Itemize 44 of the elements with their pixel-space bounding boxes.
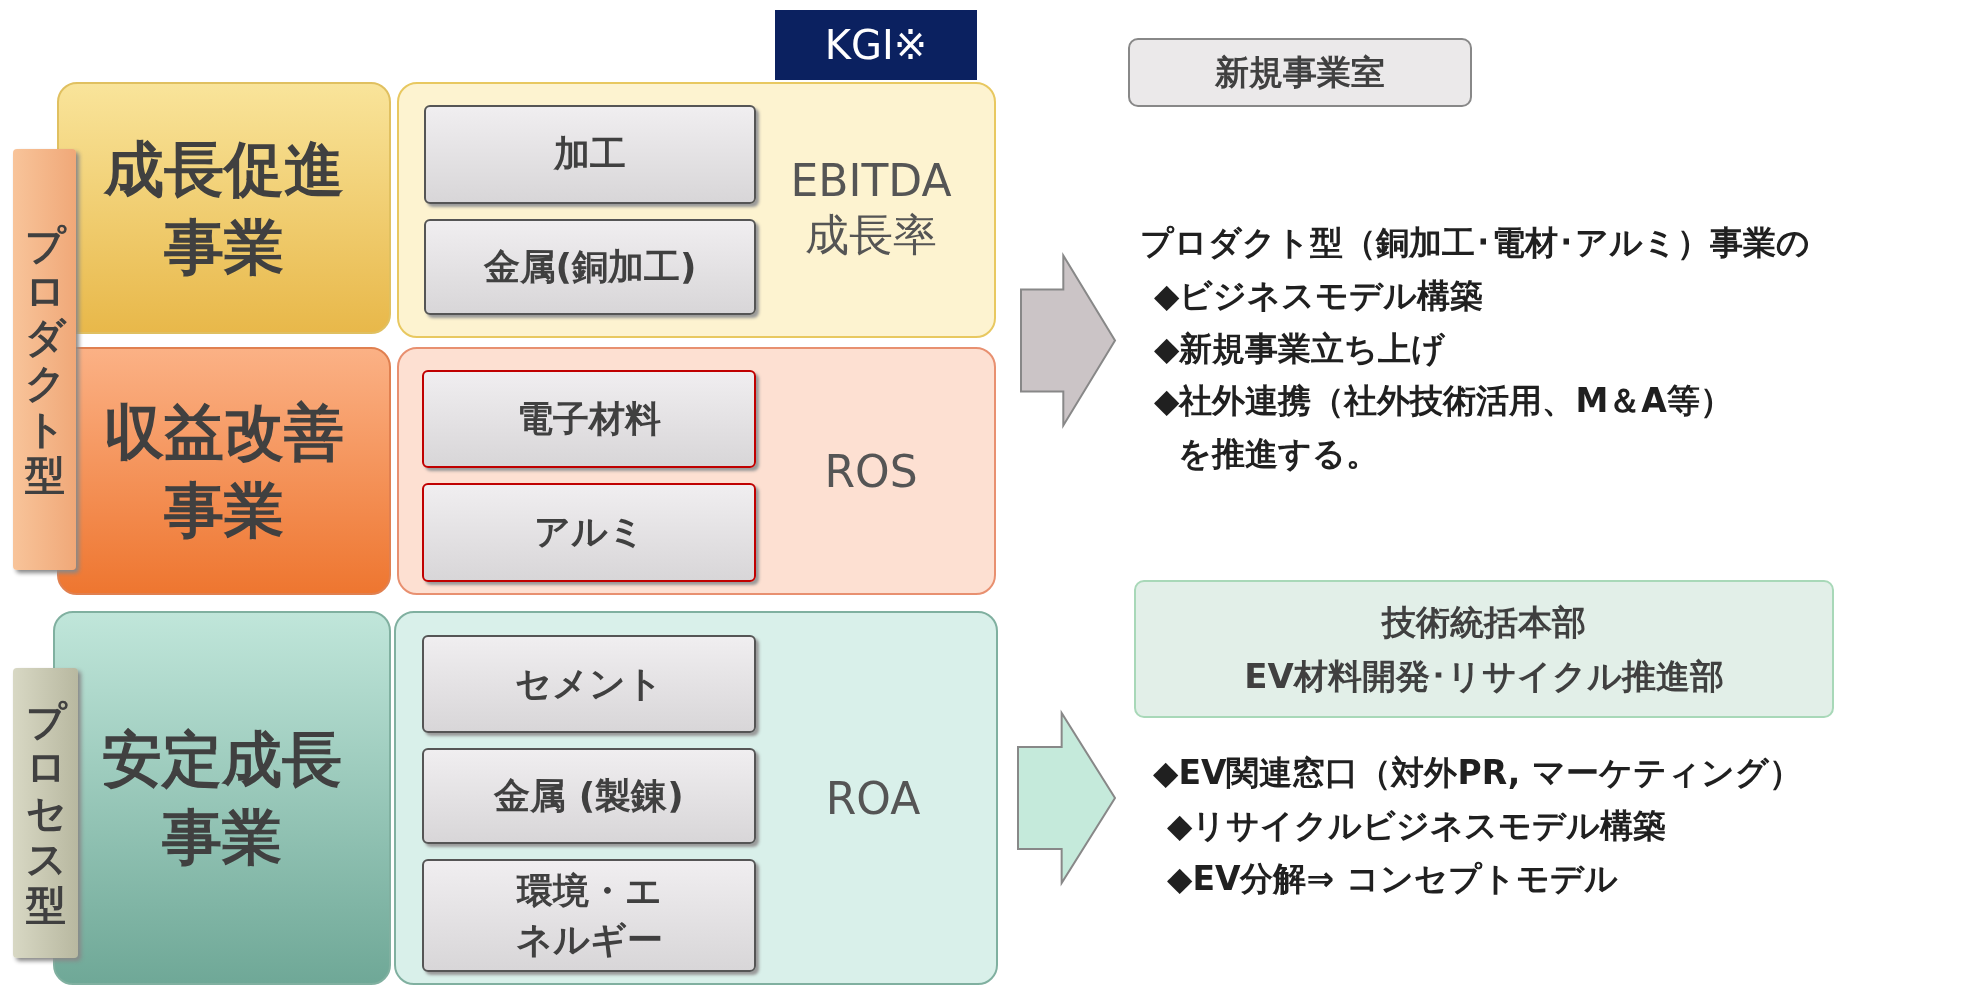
box-label: 金属 (製錬) [494, 773, 684, 818]
description-line: ◆EV関連窓口（対外PR, マーケティング） [1153, 752, 1802, 795]
box-label: アルミ [533, 510, 645, 554]
block-arrow [1017, 709, 1117, 887]
box-label: 金属(銅加工) [483, 244, 697, 289]
business-unit-box [422, 748, 756, 844]
box-label: 加工 [554, 132, 626, 176]
box-label: プロダクト型 [24, 221, 65, 498]
box-label: セメント [515, 661, 663, 706]
department-box [1128, 38, 1472, 107]
box-label: プロセス型 [25, 698, 66, 928]
bullet-item: ◆リサイクルビジネスモデル構築 [1166, 805, 1667, 848]
kpi-label: ROS [823, 445, 919, 497]
box-label: 安定成長事業 [101, 723, 343, 874]
kgi-header-box [775, 10, 977, 80]
box-label: 成長促進事業 [102, 133, 345, 284]
business-unit-box [422, 859, 756, 972]
box-label: 新規事業室 [1215, 51, 1385, 95]
box-label: 環境・エネルギー [514, 868, 664, 962]
box-label: 技術統括本部 [1382, 600, 1586, 644]
business-unit-box [422, 483, 756, 582]
business-unit-box [422, 370, 756, 468]
block-arrow [1020, 251, 1117, 430]
kpi-panel [394, 611, 998, 985]
bullet-item: ◆新規事業立ち上げ [1153, 327, 1446, 370]
kpi-label: EBITDA 成長率 [789, 155, 953, 262]
box-label: KGI※ [824, 22, 928, 68]
description-line: プロダクト型（銅加工･電材･アルミ）事業の [1140, 222, 1810, 264]
bullet-item: ◆EV分解⇒ コンセプトモデル [1166, 857, 1618, 900]
kpi-label: ROA [824, 772, 922, 824]
box-label: 電子材料 [517, 396, 661, 441]
business-unit-box [422, 635, 756, 733]
bullet-item: ◆社外連携（社外技術活用、M＆A等） [1153, 380, 1733, 423]
bullet-item: を推進する。 [1177, 433, 1379, 476]
type-band [13, 149, 76, 570]
business-unit-box [424, 219, 756, 315]
kpi-panel [397, 347, 996, 595]
kpi-panel [397, 82, 996, 338]
business-unit-box [424, 105, 756, 204]
bullet-item: ◆ビジネスモデル構築 [1153, 274, 1484, 317]
box-label: 収益改善事業 [103, 396, 345, 547]
department-box [1134, 580, 1834, 718]
type-band [13, 668, 78, 958]
box-label: EV材料開発･リサイクル推進部 [1244, 655, 1724, 698]
